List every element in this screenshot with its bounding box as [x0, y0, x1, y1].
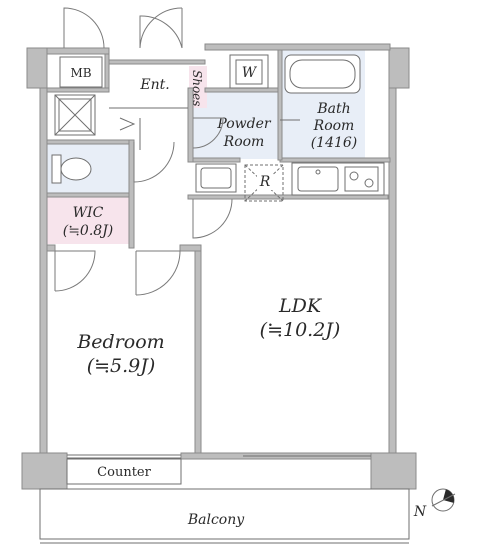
wall-kitchen-bottom: [187, 194, 389, 200]
counter: [66, 458, 182, 485]
toilet-door-swing: [133, 141, 175, 183]
wic-size-label: (≒0.8J): [63, 223, 114, 239]
wic-label: WIC: [73, 205, 104, 221]
ldk-label: LDK: [278, 295, 323, 317]
wall-top-right-block: [388, 47, 410, 89]
balcony: [39, 488, 410, 540]
wall-entrance-top: [108, 59, 206, 65]
ldk-door-swing: [192, 198, 233, 239]
stove-burner-2: [364, 178, 374, 188]
powder-room-area: [193, 92, 278, 159]
toilet-bowl: [60, 157, 92, 181]
wall-right: [388, 87, 397, 454]
wall-bath-left: [277, 49, 283, 161]
wic-door-swing: [54, 250, 96, 292]
wall-ps-top: [46, 87, 110, 93]
kitchen-sink: [297, 166, 339, 192]
wall-top-left-block: [26, 47, 48, 89]
pipe-space-inner: [58, 98, 92, 132]
bedroom-label: Bedroom: [76, 331, 164, 353]
north-label: N: [413, 504, 427, 520]
mb-box: [59, 56, 103, 88]
wall-top-mid: [204, 43, 391, 51]
wall-kitchen-top: [279, 157, 391, 163]
wall-powder-top: [204, 87, 279, 93]
wall-hall-right: [187, 87, 194, 163]
stove: [344, 166, 379, 192]
balcony-label: Balcony: [187, 512, 245, 528]
refrigerator-label: R: [259, 174, 271, 190]
wall-bottom-right-block: [370, 452, 417, 490]
bath-size-label: (1416): [311, 135, 358, 151]
wall-wic-right: [128, 139, 135, 249]
shoes-label: Shoes: [190, 70, 204, 106]
powder-label-2: Room: [223, 134, 265, 150]
wall-bedroom-top: [46, 244, 56, 252]
bathtub: [284, 54, 361, 94]
wall-toilet-top: [46, 139, 130, 145]
wall-bedroom-ldk: [194, 244, 202, 454]
washer-label: W: [242, 65, 258, 81]
toilet-tank: [51, 154, 62, 184]
wall-bedroom-top-right: [179, 244, 202, 252]
bedroom-door-swing: [135, 250, 181, 296]
wic-area: [47, 197, 129, 244]
north-compass: N: [413, 488, 456, 520]
wall-wic-top: [46, 192, 130, 198]
wall-left: [39, 87, 48, 454]
bath-label-1: Bath: [316, 101, 350, 117]
ldk-size-label: (≒10.2J): [260, 319, 341, 341]
powder-label-1: Powder: [216, 116, 272, 132]
bath-label-2: Room: [313, 118, 355, 134]
entrance-door-swing: [63, 7, 105, 49]
wall-mb-right: [104, 53, 110, 91]
mb-label: MB: [70, 66, 91, 80]
counter-label: Counter: [97, 465, 151, 480]
stove-burner-1: [349, 171, 359, 181]
hall-door-swing: [139, 15, 183, 49]
powder-door-swing: [192, 117, 224, 149]
bedroom-size-label: (≒5.9J): [87, 355, 156, 377]
entrance-label: Ent.: [139, 77, 169, 93]
refrigerator-space: [244, 164, 284, 202]
wall-top-left-inner: [46, 47, 110, 55]
wall-bottom-left-block: [21, 452, 68, 490]
wall-powder-bottom: [187, 157, 241, 163]
